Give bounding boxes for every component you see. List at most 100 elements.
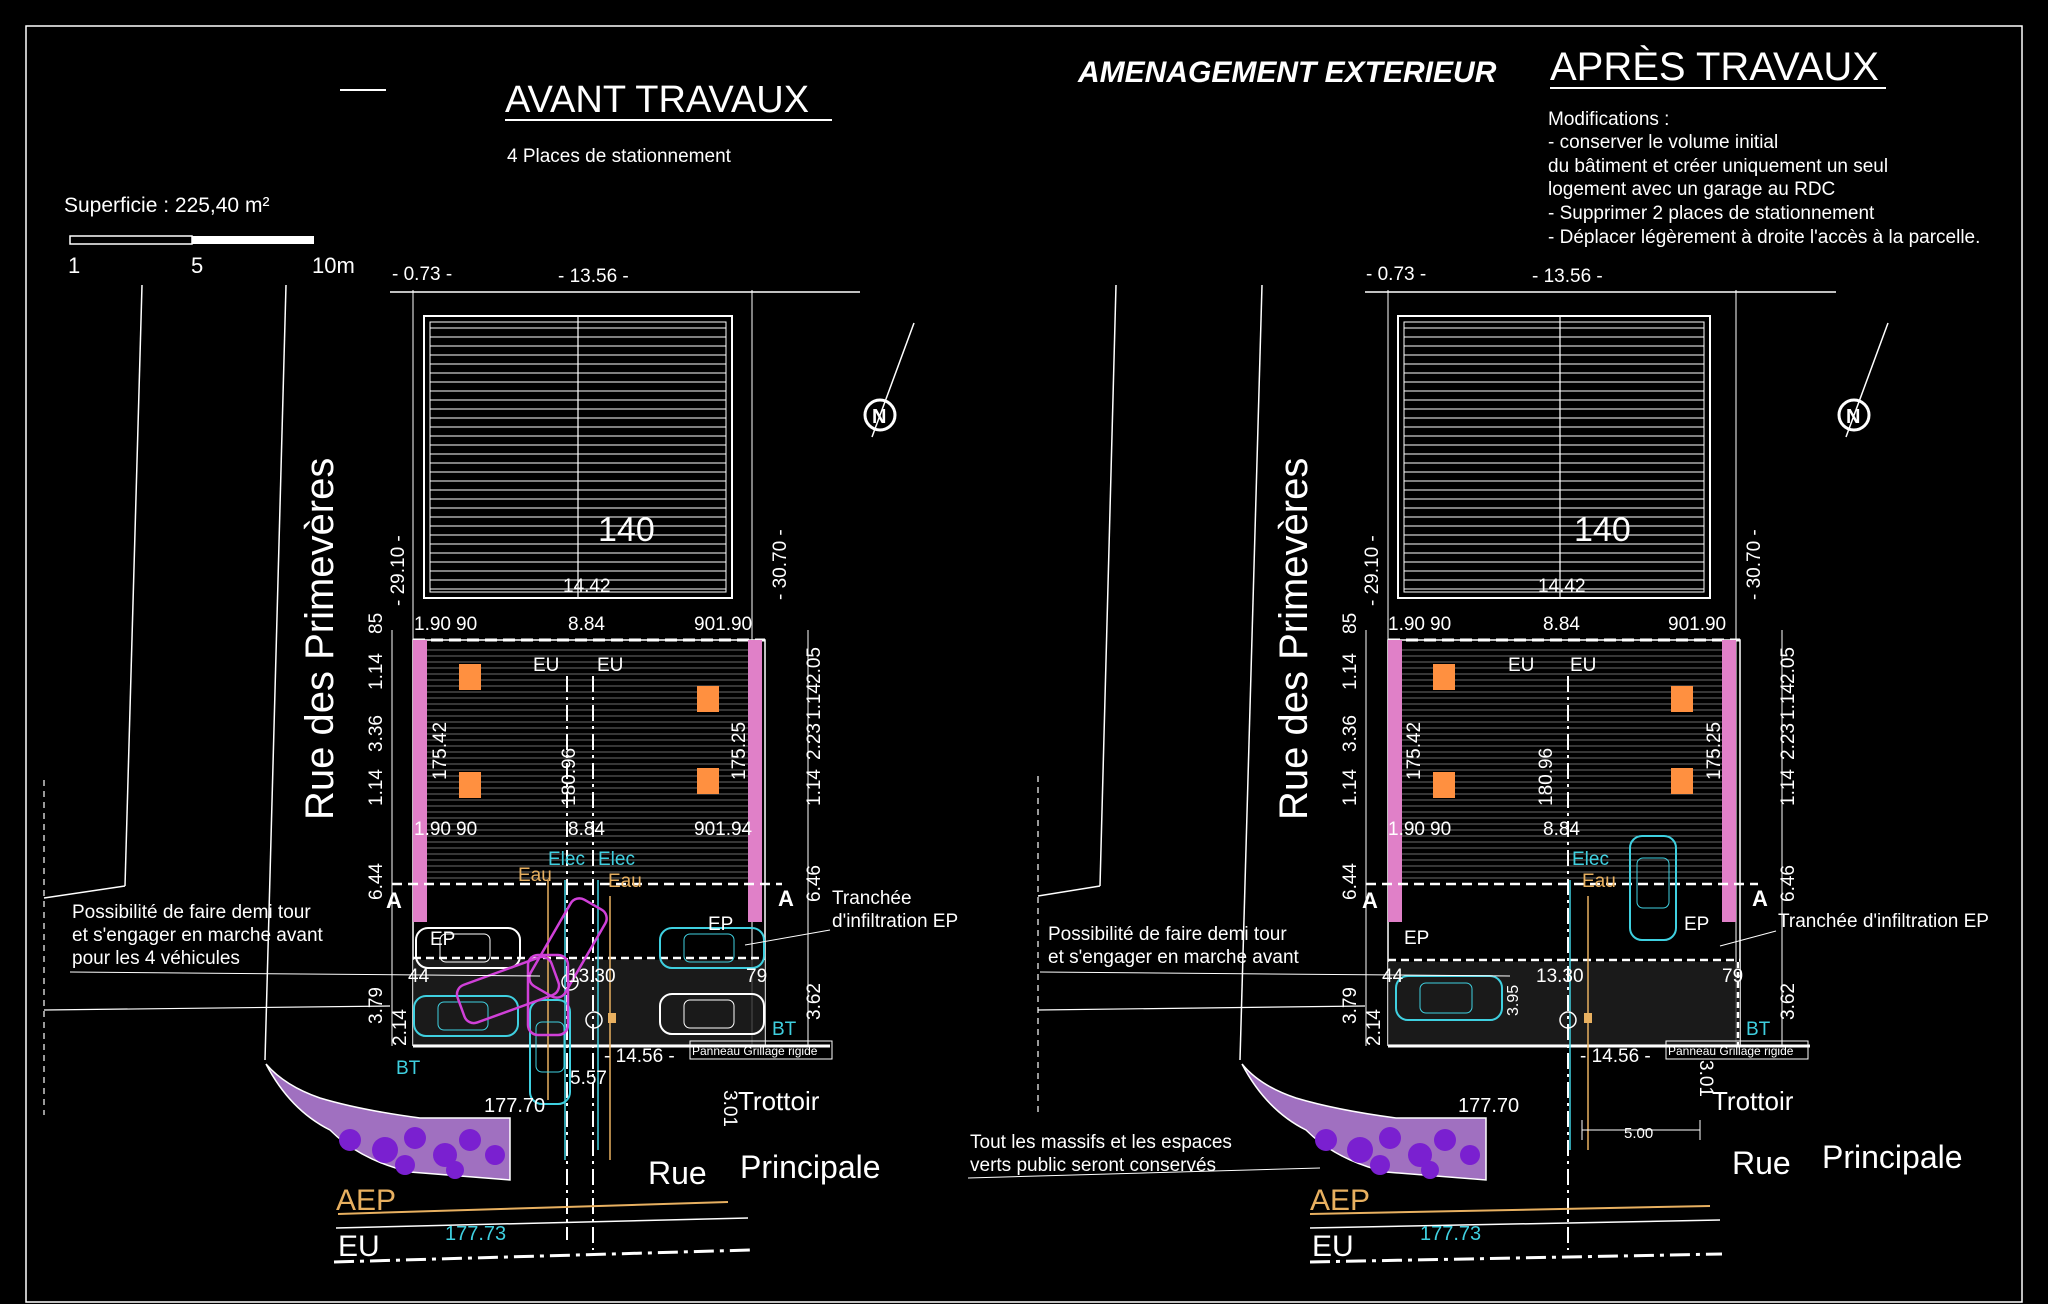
flower-icon (339, 1127, 505, 1179)
dimension-label: 2.05 (804, 647, 825, 684)
dimension-label: 90 (456, 614, 477, 635)
dimension-label: 44 (1382, 966, 1404, 987)
light-icon (459, 664, 481, 690)
after-title: APRÈS TRAVAUX (1550, 44, 1879, 89)
building-number: 140 (598, 511, 655, 549)
dimension-label: 1.14 (804, 683, 825, 720)
dimension-label: 2.23 (1778, 723, 1799, 760)
car-icon (659, 993, 765, 1035)
dimension-label: - 29.10 - (1362, 535, 1383, 606)
street-label-side: Rue des Primevères (298, 458, 342, 820)
turn-note: et s'engager en marche avant (1048, 947, 1300, 968)
plan-before: 140 (43, 264, 958, 1264)
panel-label: Panneau Grillage rigide (1668, 1044, 1794, 1058)
dimension-label: - 14.56 - (604, 1046, 675, 1067)
dimension-label: 901.90 (1668, 614, 1726, 635)
modifications-note: Modifications : - conserver le volume in… (1548, 109, 1980, 248)
building-outline (1397, 315, 1711, 599)
dimension-label: 2.14 (390, 1009, 411, 1046)
car-icon (1629, 835, 1677, 941)
modification-line: - Déplacer légèrement à droite l'accès à… (1548, 227, 1980, 248)
light-icon (697, 768, 719, 794)
section-marker: A (1362, 888, 1378, 913)
north-arrow-icon: N (863, 322, 915, 438)
dimension-label: 8.84 (1543, 614, 1580, 635)
light-icon (697, 686, 719, 712)
light-icon (1671, 768, 1693, 794)
area-label: Superficie : 225,40 m² (64, 194, 269, 217)
light-icon (1433, 664, 1455, 690)
dimension-label: 1.14 (1778, 683, 1799, 720)
dimension-label: 1.14 (1340, 769, 1361, 806)
dimension-label: 5.00 (1624, 1125, 1653, 1142)
dimension-label: 3.62 (1778, 983, 1799, 1020)
dimension-label: 901.94 (694, 819, 753, 840)
sidewalk-label: Trottoir (1712, 1086, 1794, 1116)
elevation-label: 175.42 (430, 722, 451, 780)
elevation-label: 177.70 (484, 1095, 545, 1117)
maneuver-path (455, 897, 608, 1037)
scale-label: 1 (68, 253, 80, 278)
planting-strip (413, 640, 427, 922)
dimension-label: 6.46 (804, 865, 825, 902)
dimension-label: 79 (1722, 966, 1743, 987)
light-icon (1433, 772, 1455, 798)
dimension-label: 901.90 (694, 614, 752, 635)
before-subtitle: 4 Places de stationnement (507, 146, 732, 167)
sidewalk-label: Trottoir (738, 1086, 820, 1116)
dimension-label: 90 (1430, 819, 1451, 840)
section-marker: A (386, 888, 402, 913)
roof-hatching (1404, 327, 1704, 590)
svg-text:N: N (872, 406, 886, 428)
street-label-bottom: Rue (1732, 1145, 1791, 1181)
section-marker: A (778, 886, 794, 911)
car-icon (1395, 975, 1503, 1021)
north-arrow-icon: N (1837, 322, 1889, 438)
green-area (1241, 1063, 1487, 1181)
flower-icon (1315, 1127, 1480, 1179)
dimension-label: 90 (456, 819, 477, 840)
parking-hatching (1402, 649, 1722, 879)
building-number: 140 (1574, 511, 1631, 549)
network-label: EP (430, 929, 455, 950)
elevation-label: 177.73 (445, 1223, 506, 1245)
turn-note: pour les 4 véhicules (72, 948, 240, 969)
elevation-label: 175.25 (1704, 722, 1725, 780)
dimension-label: - 0.73 - (1366, 264, 1426, 285)
dimension-label: 3.01 (1695, 1060, 1716, 1097)
dimension-label: 2.23 (804, 723, 825, 760)
dimension-label: 3.36 (1340, 715, 1361, 752)
main-title: AMENAGEMENT EXTERIEUR (1077, 56, 1497, 89)
trench-label: Tranchée (832, 888, 912, 909)
aep-label: AEP (1310, 1184, 1370, 1217)
trench-label: Tranchée d'infiltration EP (1778, 911, 1989, 932)
dimension-label: 44 (408, 966, 430, 987)
street-label-side: Rue des Primevères (1272, 458, 1316, 820)
elevation-label: 180.96 (1536, 748, 1557, 806)
eu-label: EU (1312, 1230, 1354, 1263)
network-label: Eau (1582, 871, 1616, 892)
dimension-label: 3.79 (366, 987, 387, 1024)
dimension-label: - 30.70 - (770, 529, 791, 600)
turn-note: Possibilité de faire demi tour (1048, 924, 1287, 945)
dimension-label: - 29.10 - (388, 535, 409, 606)
dimension-label: 85 (366, 613, 387, 634)
dimension-label: 8.84 (568, 819, 605, 840)
dimension-label: 14.42 (1538, 576, 1586, 597)
elevation-label: 175.25 (729, 722, 750, 780)
dimension-label: 14.42 (563, 576, 611, 597)
street-label-bottom: Principale (1822, 1139, 1963, 1175)
section-marker: A (1752, 886, 1768, 911)
network-label: EP (1404, 928, 1429, 949)
elevation-label: 180.96 (559, 748, 580, 806)
light-icon (1671, 686, 1693, 712)
svg-text:N: N (1846, 406, 1860, 428)
dimension-label: 5.57 (570, 1068, 607, 1089)
dimension-label: 3.62 (804, 983, 825, 1020)
dimension-label: - 14.56 - (1580, 1046, 1651, 1067)
dimension-label: 1.14 (366, 769, 387, 806)
network-label: EP (708, 914, 733, 935)
dimension-label: 1.14 (804, 769, 825, 806)
dimension-label: 3.01 (719, 1090, 740, 1127)
